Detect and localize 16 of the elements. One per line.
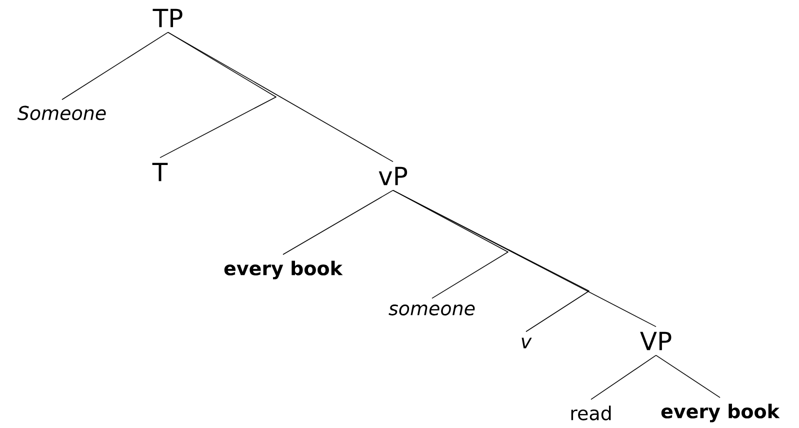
word-label: read [571,406,611,420]
branch-line [62,32,168,100]
phrase-label: VP [640,332,672,350]
word-label: every book [224,260,343,280]
branch-line [168,32,394,162]
word-label: every book [661,404,780,422]
phrase-label: TP [152,8,182,28]
branch-line [392,190,656,328]
word-label: someone [388,304,475,316]
phrase-label: vP [378,166,408,186]
branch-line [656,354,720,398]
phrase-label: T [152,162,168,182]
word-label: Someone [18,106,106,120]
word-label: v [522,338,532,348]
branch-line [282,190,394,255]
branch-line [590,354,656,400]
